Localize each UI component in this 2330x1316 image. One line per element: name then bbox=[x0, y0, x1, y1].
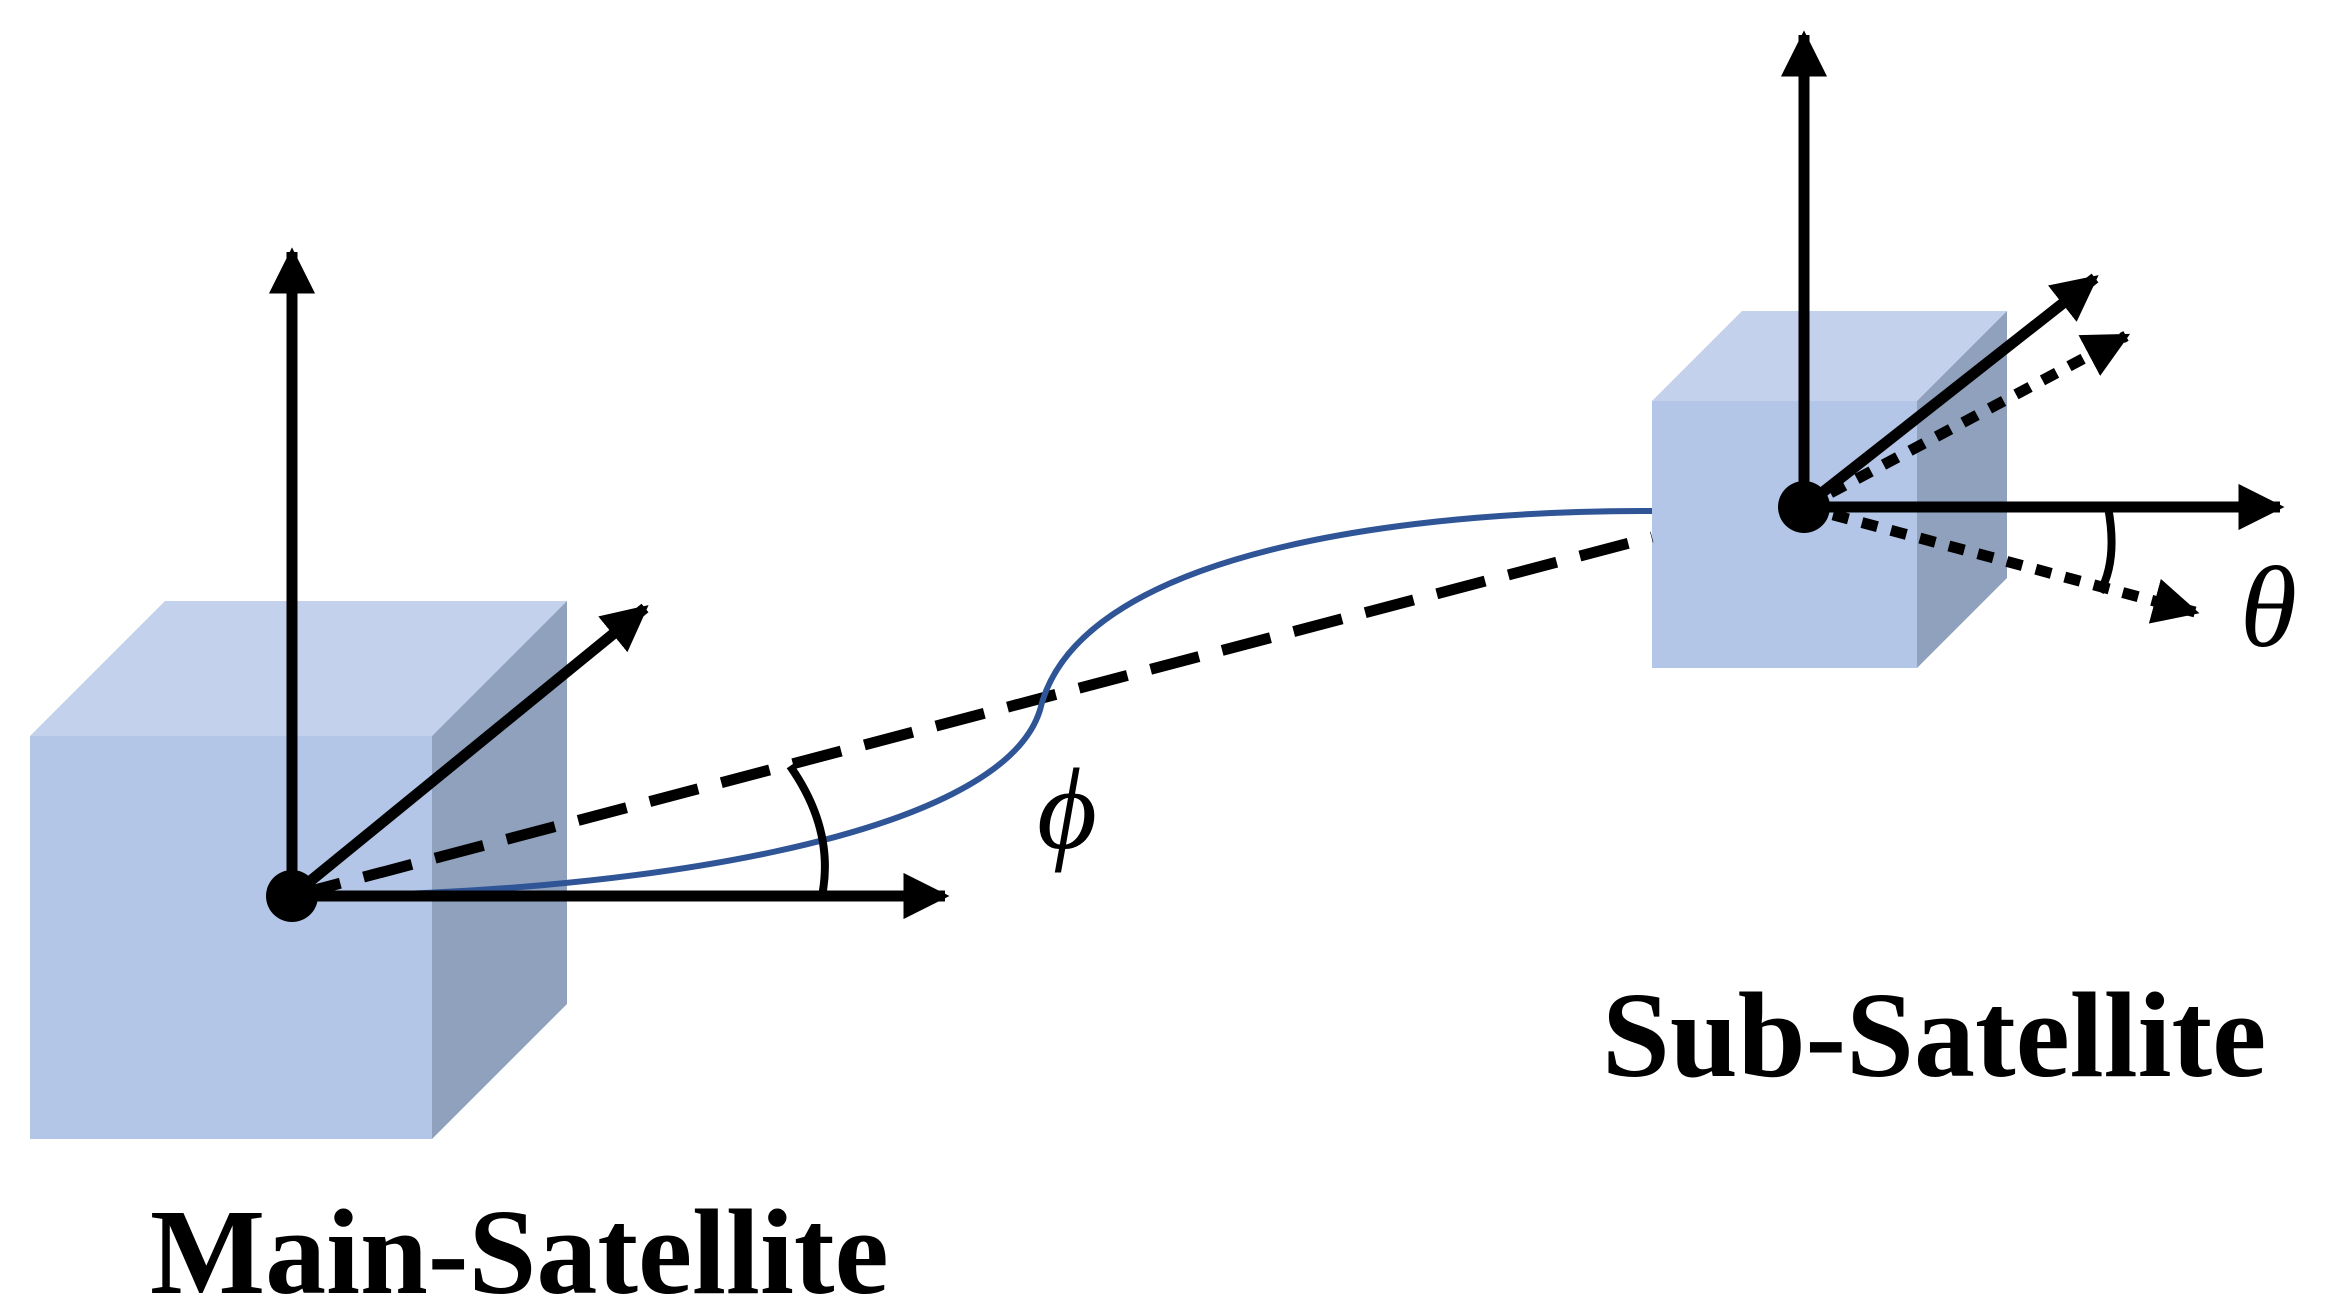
tether-curve bbox=[291, 507, 1653, 899]
sub-rotated-x-axis-arrow bbox=[1802, 501, 2200, 624]
phi-label: ϕ bbox=[1037, 746, 1097, 874]
phi-angle-arc bbox=[786, 763, 829, 897]
main-cube-side bbox=[432, 601, 567, 1139]
sub-rotated-y-axis-arrow bbox=[1801, 331, 2131, 512]
dashed-line-of-sight bbox=[290, 531, 1654, 902]
sub-cube-front bbox=[1652, 401, 1917, 668]
main-y-axis-arrow bbox=[288, 603, 649, 901]
main-satellite-cube bbox=[30, 601, 567, 1139]
sub-satellite-label: Sub-Satellite bbox=[1602, 968, 2266, 1103]
theta-label: θ bbox=[2240, 544, 2297, 672]
main-satellite-label: Main-Satellite bbox=[150, 1185, 889, 1316]
main-cube-front bbox=[30, 736, 432, 1139]
sub-cube-top bbox=[1652, 311, 2007, 401]
main-satellite-axes bbox=[266, 247, 950, 922]
main-cube-top bbox=[30, 601, 567, 736]
sub-satellite-axes bbox=[1778, 30, 2285, 624]
sub-y-axis-arrow bbox=[1800, 273, 2099, 512]
theta-angle-arc bbox=[2096, 506, 2116, 594]
main-satellite-origin bbox=[266, 870, 318, 922]
sub-satellite-origin bbox=[1778, 481, 1830, 533]
